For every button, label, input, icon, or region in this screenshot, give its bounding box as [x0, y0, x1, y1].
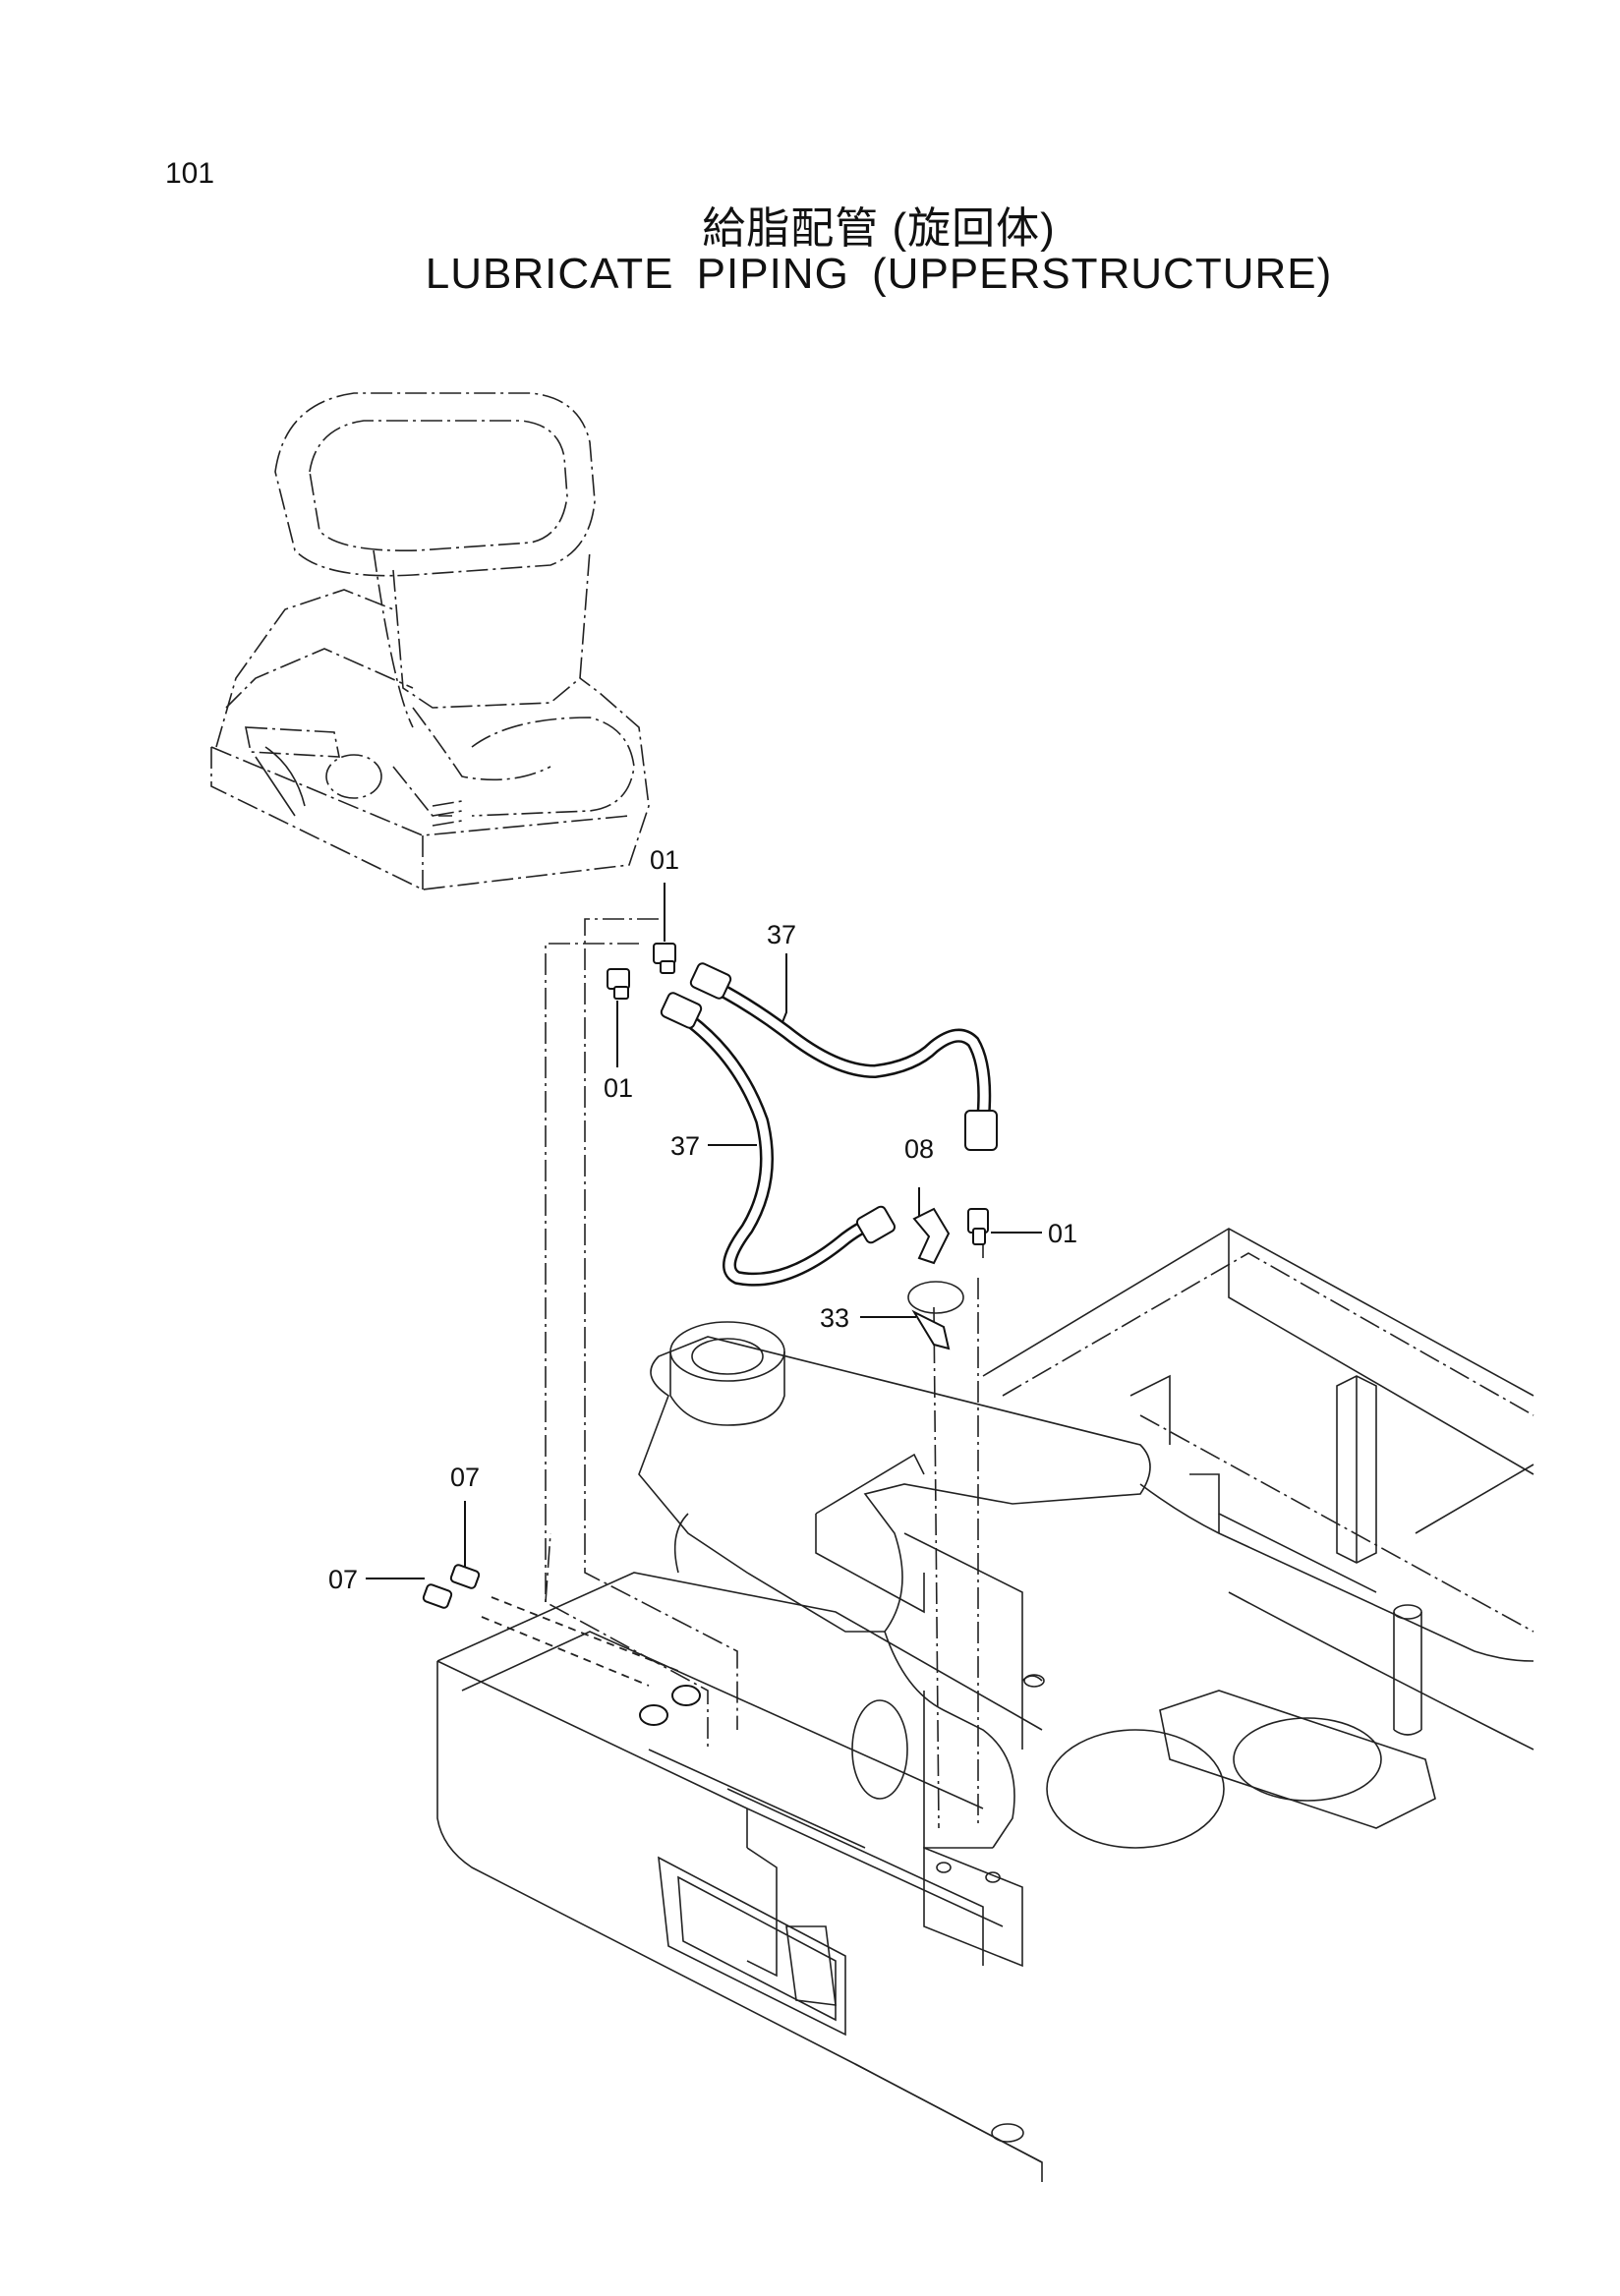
fittings — [422, 943, 989, 1726]
callout-labels: 01 37 01 37 08 01 33 07 07 — [328, 845, 1077, 1594]
callout-37-top: 37 — [767, 920, 796, 949]
leader-lines — [366, 883, 1042, 1579]
page-number: 101 — [165, 157, 215, 190]
operator-seat — [210, 392, 650, 890]
title-english: LUBRICATE PIPING (UPPERSTRUCTURE) — [425, 250, 1333, 298]
callout-07-top: 07 — [450, 1463, 480, 1492]
callout-01-right: 01 — [1048, 1219, 1077, 1248]
callout-33: 33 — [820, 1303, 849, 1333]
callout-37-left: 37 — [670, 1131, 700, 1161]
callout-08: 08 — [904, 1134, 934, 1164]
callout-07-left: 07 — [328, 1565, 358, 1594]
callout-01-top: 01 — [650, 845, 679, 875]
upperstructure-frame — [436, 1228, 1534, 2182]
hose-assemblies — [660, 962, 998, 1287]
title-japanese: 給脂配管 (旋回体) — [702, 204, 1056, 253]
lubrication-lines — [481, 918, 984, 1829]
callout-01-left: 01 — [604, 1073, 633, 1103]
